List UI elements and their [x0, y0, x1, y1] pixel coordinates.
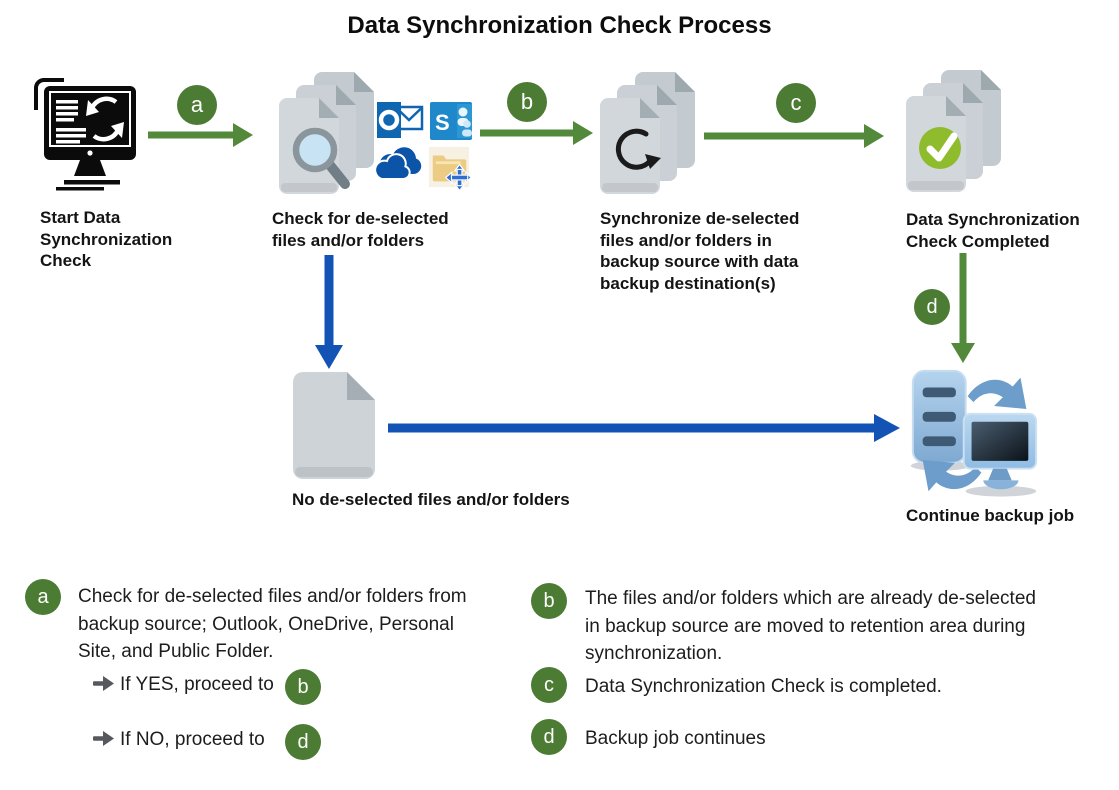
- step-label-check: Check for de-selected files and/or folde…: [272, 209, 449, 250]
- no-deselected-document-icon: [293, 372, 375, 479]
- no-arrow-icon: [93, 731, 114, 746]
- legend-badge-b-label: b: [543, 589, 555, 612]
- legend-badge-b: b: [531, 583, 567, 619]
- synchronize-files-icon: [600, 72, 695, 200]
- flow-badge-b-label: b: [520, 89, 534, 114]
- legend-sub-yes-badge-label: b: [297, 675, 309, 698]
- legend-sub-yes-badge: b: [285, 669, 321, 705]
- arrow-no-branch-down: [315, 255, 343, 369]
- legend-badge-c: c: [531, 667, 567, 703]
- legend-badge-d: d: [531, 719, 567, 755]
- legend-text-c: Data Synchronization Check is completed.: [585, 676, 942, 697]
- arrow-a: [148, 123, 253, 147]
- legend-sub-no-text: If NO, proceed to: [120, 729, 265, 750]
- arrow-d-down: [951, 253, 975, 363]
- continue-backup-job-icon: [903, 363, 1045, 500]
- legend-badge-a-label: a: [37, 585, 49, 608]
- legend-sub-no-badge-label: d: [297, 730, 309, 753]
- legend-badge-a: a: [25, 579, 61, 615]
- onedrive-icon: [374, 146, 424, 182]
- legend-text-a: Check for de-selected files and/or folde…: [78, 586, 467, 662]
- flow-badge-d: d: [914, 289, 950, 325]
- arrow-no-branch-right: [388, 414, 900, 442]
- legend-sub-yes-text: If YES, proceed to: [120, 674, 274, 695]
- step-label-continue: Continue backup job: [906, 506, 1075, 525]
- legend-text-d: Backup job continues: [585, 728, 766, 749]
- svg-text:S: S: [435, 110, 450, 135]
- flow-badge-d-label: d: [926, 295, 938, 318]
- flow-badge-a: a: [177, 85, 217, 125]
- start-computer-icon: [30, 74, 144, 200]
- step-label-no-deselected: No de-selected files and/or folders: [292, 490, 570, 509]
- arrow-c: [704, 124, 884, 148]
- flow-badge-c-label: c: [790, 90, 802, 115]
- yes-arrow-icon: [93, 676, 114, 691]
- legend-badge-d-label: d: [543, 725, 555, 748]
- page-title: Data Synchronization Check Process: [347, 12, 772, 39]
- step-label-completed: Data Synchronization Check Completed: [906, 210, 1080, 251]
- check-files-magnifier-icon: [279, 72, 374, 200]
- legend-sub-no-badge: d: [285, 724, 321, 760]
- sharepoint-icon: S: [430, 102, 472, 140]
- legend-badge-c-label: c: [544, 673, 554, 696]
- check-completed-icon: [906, 70, 1001, 198]
- flow-badge-c: c: [776, 83, 816, 123]
- step-label-synchronize: Synchronize de-selected files and/or fol…: [600, 209, 800, 293]
- public-folder-icon: [428, 143, 472, 192]
- arrow-b: [480, 121, 593, 145]
- step-label-start: Start Data Synchronization Check: [40, 208, 173, 270]
- flow-badge-b: b: [507, 82, 547, 122]
- outlook-icon: [377, 102, 424, 140]
- legend-text-b: The files and/or folders which are alrea…: [585, 588, 1036, 664]
- flow-badge-a-label: a: [190, 92, 204, 117]
